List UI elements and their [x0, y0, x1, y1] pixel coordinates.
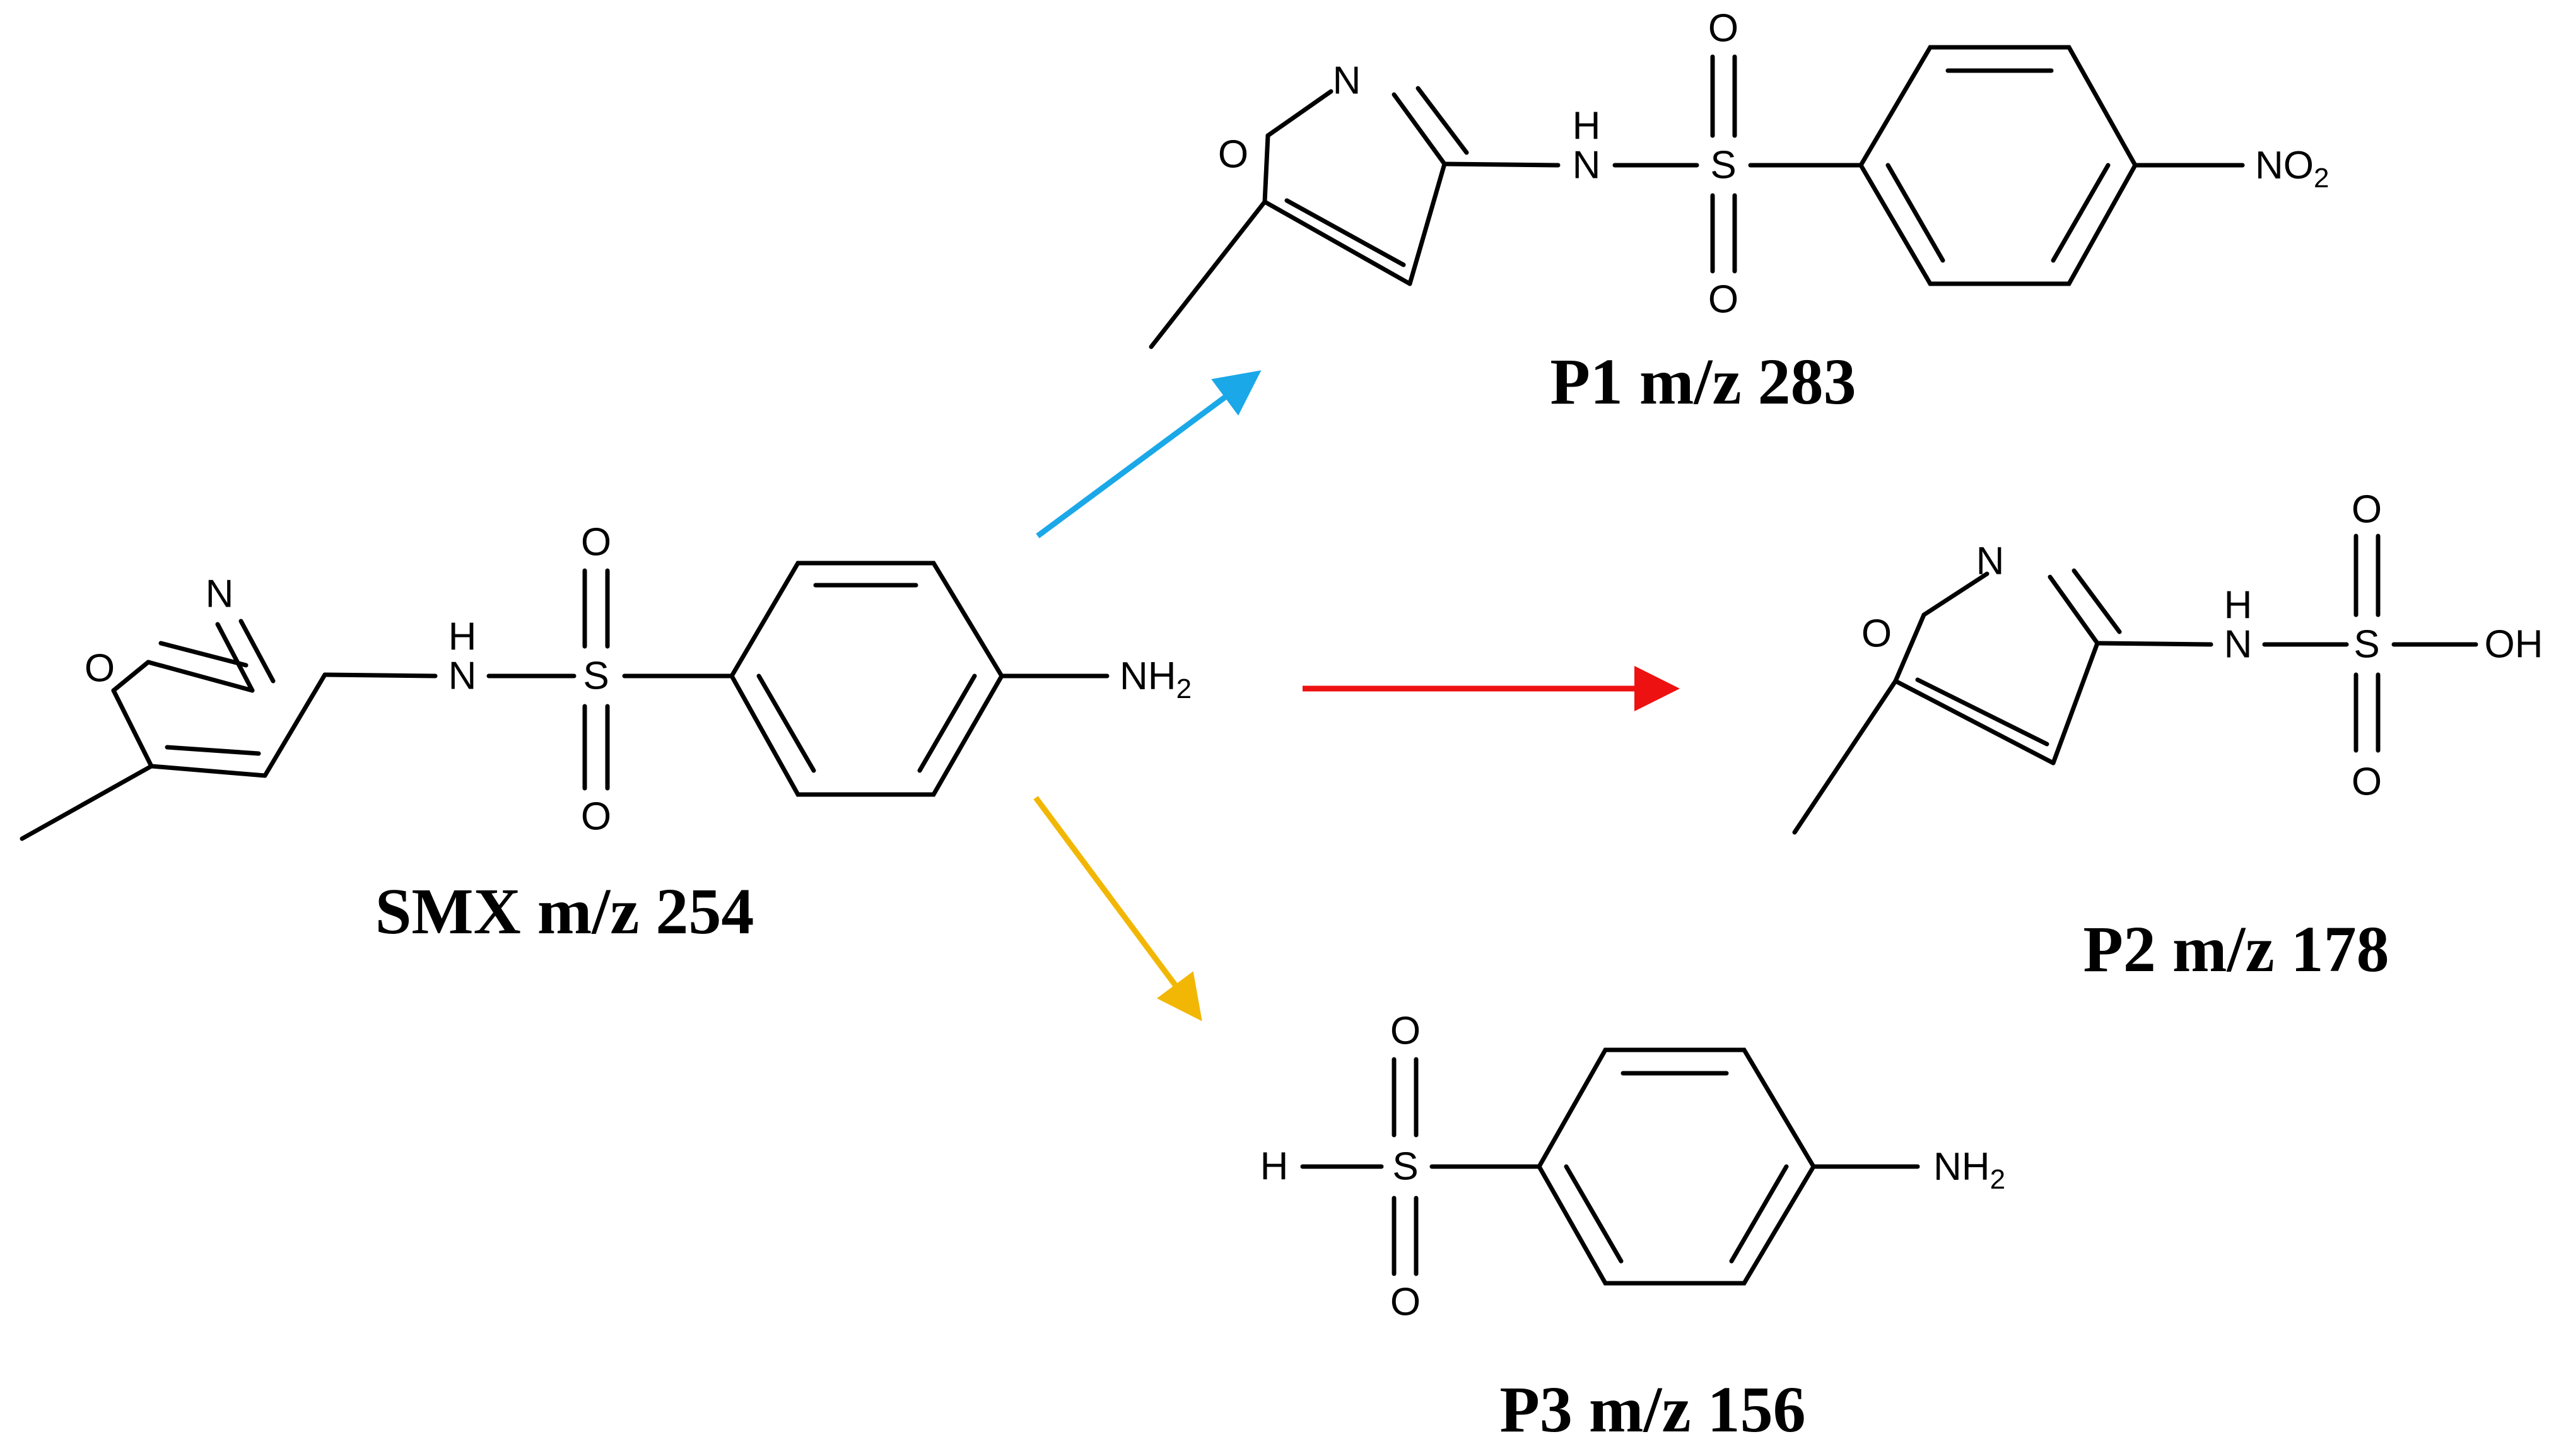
p3-hydrogen-label: H: [1260, 1145, 1289, 1189]
p2-hydroxyl-label: OH: [2485, 623, 2543, 667]
p2-oxygen-bottom-label: O: [2352, 760, 2382, 804]
arrow-to-p3: [1033, 796, 1202, 1022]
smx-nitrogen-label: N: [206, 573, 234, 616]
p2-h-label: H: [2224, 584, 2253, 627]
p1-oxygen-label: O: [1218, 133, 1248, 177]
p2-nitrogen-label: N: [1976, 540, 2005, 583]
smx-oxygen-label: O: [85, 647, 115, 690]
p3-oxygen-bottom-label: O: [1390, 1281, 1421, 1324]
p2-oxygen-top-label: O: [2352, 488, 2382, 532]
p1-amide-n-label: N: [1573, 144, 1601, 187]
p1-oxygen-top-label: O: [1708, 7, 1738, 50]
smx-sulfur-label: S: [583, 655, 609, 698]
p2-sulfur-label: S: [2353, 623, 2379, 667]
arrow-to-p1: [1036, 370, 1262, 539]
p3-caption: P3 m/z 156: [1499, 1373, 1805, 1446]
smx-amide-n-label: N: [448, 655, 477, 698]
p3-amine-label: NH2: [1933, 1145, 2005, 1195]
smx-oxygen-bottom-label: O: [581, 795, 611, 839]
p1-oxygen-bottom-label: O: [1708, 278, 1738, 322]
p2-caption: P2 m/z 178: [2083, 913, 2389, 986]
smx-caption: SMX m/z 254: [375, 875, 754, 948]
p3-sulfur-label: S: [1392, 1145, 1418, 1189]
p1-nitrogen-label: N: [1333, 59, 1361, 103]
p1-structure: O N H N S O O NO2: [1149, 7, 2329, 349]
smx-oxygen-top-label: O: [581, 521, 611, 564]
p2-oxygen-label: O: [1861, 612, 1892, 656]
smx-amine-label: NH2: [1120, 655, 1192, 704]
p2-structure: O N H N S O O OH: [1792, 488, 2543, 835]
smx-h-label: H: [448, 615, 477, 659]
p1-h-label: H: [1573, 105, 1601, 148]
p1-sulfur-label: S: [1710, 144, 1736, 187]
p3-oxygen-top-label: O: [1390, 1010, 1421, 1053]
p1-nitro-label: NO2: [2255, 144, 2329, 194]
p1-caption: P1 m/z 283: [1550, 346, 1856, 418]
p3-structure: H S O O NH2: [1260, 1010, 2005, 1324]
p2-amide-n-label: N: [2224, 623, 2253, 667]
smx-structure: O N H N S O O NH2: [20, 521, 1192, 841]
